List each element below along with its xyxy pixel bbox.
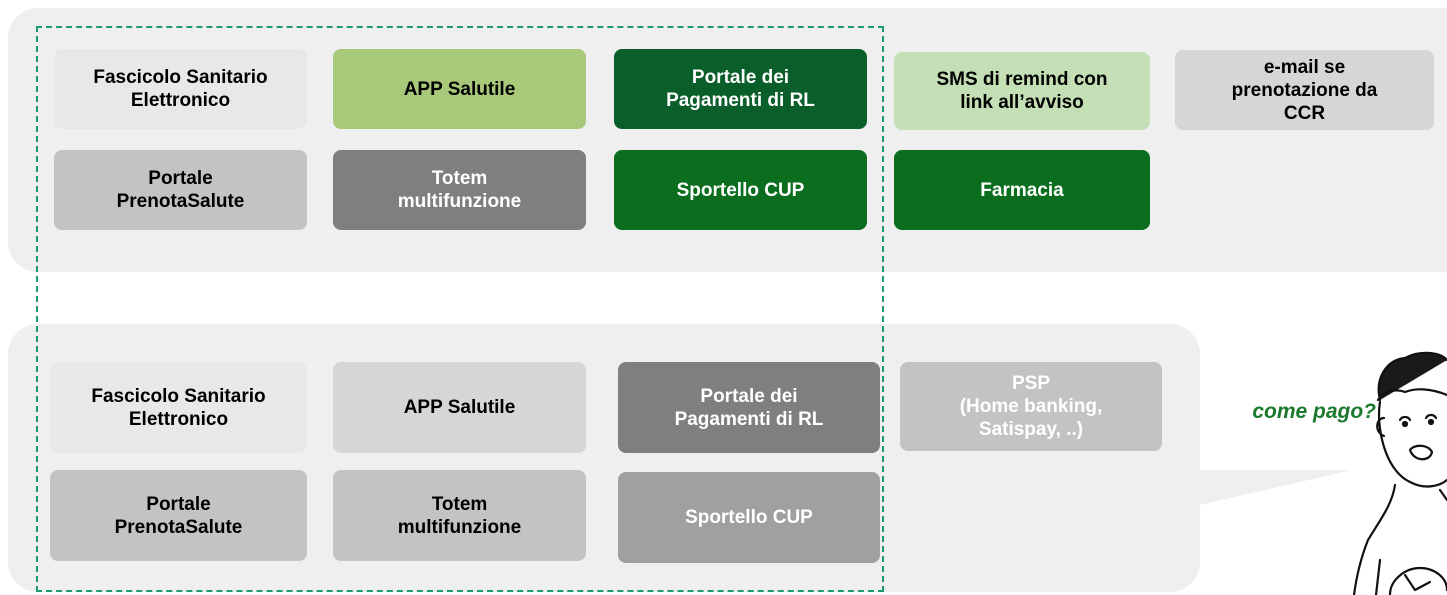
box-sportello-cup-top: Sportello CUP	[614, 150, 867, 230]
speech-tail	[1180, 470, 1352, 505]
box-sms-remind: SMS di remind con link all’avviso	[894, 52, 1150, 130]
box-totem-bottom: Totem multifunzione	[333, 470, 586, 561]
box-prenotasalute-bottom: Portale PrenotaSalute	[50, 470, 307, 561]
box-psp: PSP (Home banking, Satispay, ..)	[900, 362, 1162, 451]
box-farmacia: Farmacia	[894, 150, 1150, 230]
person-sketch	[1352, 351, 1447, 595]
caption-come-pago: come pago?	[1252, 400, 1376, 423]
box-app-salutile-bottom: APP Salutile	[333, 362, 586, 453]
box-portale-pagamenti-top: Portale dei Pagamenti di RL	[614, 49, 867, 129]
box-email-ccr: e-mail se prenotazione da CCR	[1175, 50, 1434, 130]
box-app-salutile-top: APP Salutile	[333, 49, 586, 129]
box-fse-bottom: Fascicolo Sanitario Elettronico	[50, 362, 307, 453]
box-totem-top: Totem multifunzione	[333, 150, 586, 230]
box-portale-pagamenti-bottom: Portale dei Pagamenti di RL	[618, 362, 880, 453]
box-prenotasalute-top: Portale PrenotaSalute	[54, 150, 307, 230]
box-fse-top: Fascicolo Sanitario Elettronico	[54, 49, 307, 129]
box-sportello-cup-bottom: Sportello CUP	[618, 472, 880, 563]
